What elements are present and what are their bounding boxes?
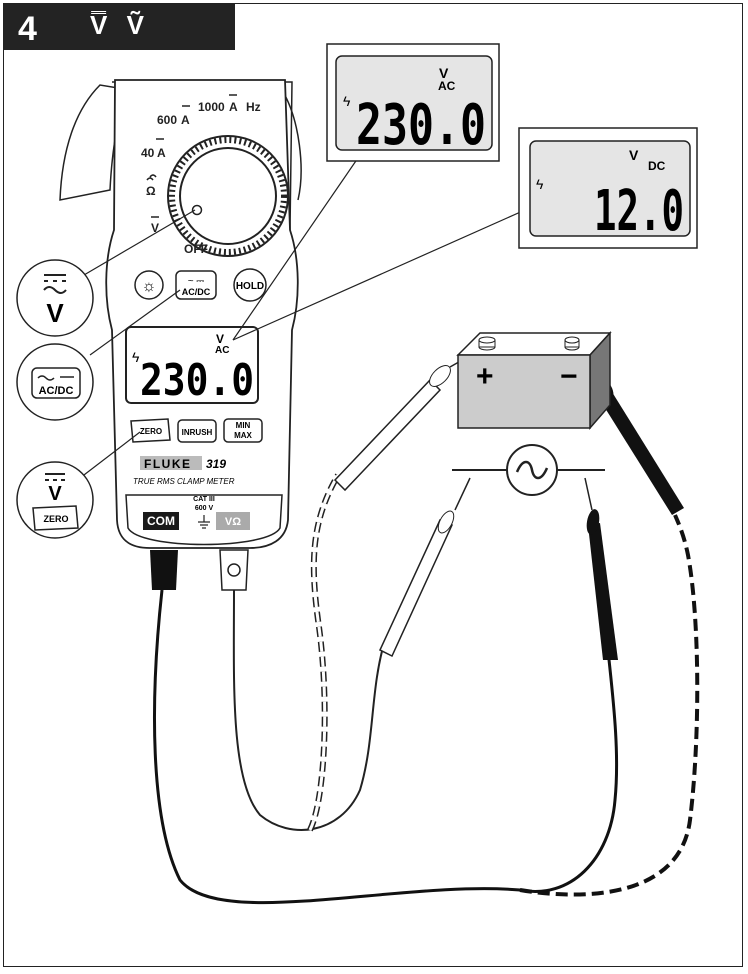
meter-display-value: 230.0 <box>140 355 254 406</box>
callout-ac-mode: AC <box>438 79 456 93</box>
callout-display-ac: ϟ V AC 230.0 <box>326 43 500 162</box>
battery-minus: − <box>560 360 578 393</box>
probe-red-battery <box>333 349 481 492</box>
vohm-jack-label: VΩ <box>225 516 241 528</box>
figure-frame <box>3 3 743 967</box>
dial-label-600-unit: A <box>181 113 190 127</box>
ground-icon <box>198 515 210 529</box>
probe-red-ac <box>379 477 471 658</box>
callout-lines <box>79 154 526 479</box>
zero-button[interactable]: ZERO <box>130 418 171 443</box>
com-lead <box>153 589 619 905</box>
callout-display-dc: ϟ V DC 12.0 <box>518 127 698 249</box>
dial-label-ohm: Ω <box>146 184 156 198</box>
callout-ac-value: 230.0 <box>356 93 486 158</box>
dial-label-1000: 1000 <box>198 100 225 114</box>
com-lead-dashed <box>519 514 700 897</box>
lightning-icon: ϟ <box>132 349 140 365</box>
callout-ac-lightning-icon: ϟ <box>343 93 351 109</box>
hold-button[interactable]: HOLD <box>233 268 267 302</box>
model-number: 319 <box>206 457 226 471</box>
zero-button-label: ZERO <box>140 427 162 436</box>
sun-icon: ☼ <box>142 278 157 295</box>
dial-label-hz: Hz <box>246 100 261 114</box>
vohm-lead-dashed-outer <box>307 473 341 832</box>
callout-dc-value: 12.0 <box>594 179 684 244</box>
minmax-button-label-1: MIN <box>236 421 251 430</box>
callout-acdc-button: AC/DC <box>16 343 94 421</box>
dial-label-40: 40 <box>141 146 155 160</box>
acdc-button[interactable]: ~ ⎓ AC/DC <box>175 270 217 300</box>
meter-display-mode: AC <box>215 345 229 356</box>
ac-wave-icon <box>515 460 549 480</box>
dial-label-600: 600 <box>157 113 177 127</box>
callout-dc-unit: V <box>629 147 639 163</box>
figure-header: 4 V̿ Ṽ <box>4 4 235 50</box>
brand-plate <box>140 456 202 470</box>
minmax-button-label-2: MAX <box>234 431 252 440</box>
com-jack-label: COM <box>147 514 175 528</box>
acdc-button-label: AC/DC <box>182 287 211 297</box>
rotary-dial[interactable] <box>167 135 289 257</box>
acdc-button-symbols: ~ ⎓ <box>188 276 205 287</box>
backlight-button[interactable]: ☼ <box>134 270 164 300</box>
ac-source <box>452 444 605 496</box>
brand-name: FLUKE <box>144 457 192 471</box>
battery: + − <box>456 331 612 431</box>
vohm-lead <box>232 589 386 831</box>
dial-label-off: OFF <box>184 242 208 256</box>
callout-dial-v-label: V <box>46 298 64 328</box>
cat-rating-1: CAT III <box>193 496 215 503</box>
inrush-button[interactable]: INRUSH <box>177 419 217 443</box>
dial-pointer <box>191 204 203 216</box>
battery-plus: + <box>476 360 494 393</box>
figure-number: 4 <box>18 10 37 48</box>
callout-dial-v: V <box>16 259 94 337</box>
ac-tilde-icon <box>43 286 67 294</box>
callout-zero-v: V <box>48 483 62 505</box>
probe-black-ac <box>584 477 618 660</box>
mode-symbols: V̿ Ṽ <box>90 10 150 40</box>
callout-acdc-label: AC/DC <box>39 385 74 397</box>
com-jack-label-bg <box>143 512 179 530</box>
cat-rating-2: 600 V <box>195 505 214 512</box>
inrush-button-label: INRUSH <box>182 428 213 437</box>
minmax-button[interactable]: MIN MAX <box>223 418 263 443</box>
dial-label-v: V <box>151 221 159 235</box>
callout-zero-button: V ZERO <box>16 461 94 539</box>
dial-tick-symbols <box>146 94 237 218</box>
vohm-jack-label-bg <box>216 512 250 530</box>
callout-dc-lightning-icon: ϟ <box>536 176 544 192</box>
meter-display-unit: V <box>216 332 224 346</box>
vohm-lead-dashed-inner <box>308 474 340 831</box>
dial-label-40-unit: A <box>157 146 166 160</box>
hold-button-label: HOLD <box>236 281 264 292</box>
callout-zero-label: ZERO <box>43 514 68 524</box>
callout-dc-mode: DC <box>648 159 666 173</box>
com-plug <box>150 550 178 590</box>
dial-label-1000-unit: A <box>229 100 238 114</box>
meter-display: ϟ V AC 230.0 <box>125 326 259 406</box>
callout-ac-unit: V <box>439 65 449 81</box>
meter-subtitle: TRUE RMS CLAMP METER <box>133 477 235 486</box>
